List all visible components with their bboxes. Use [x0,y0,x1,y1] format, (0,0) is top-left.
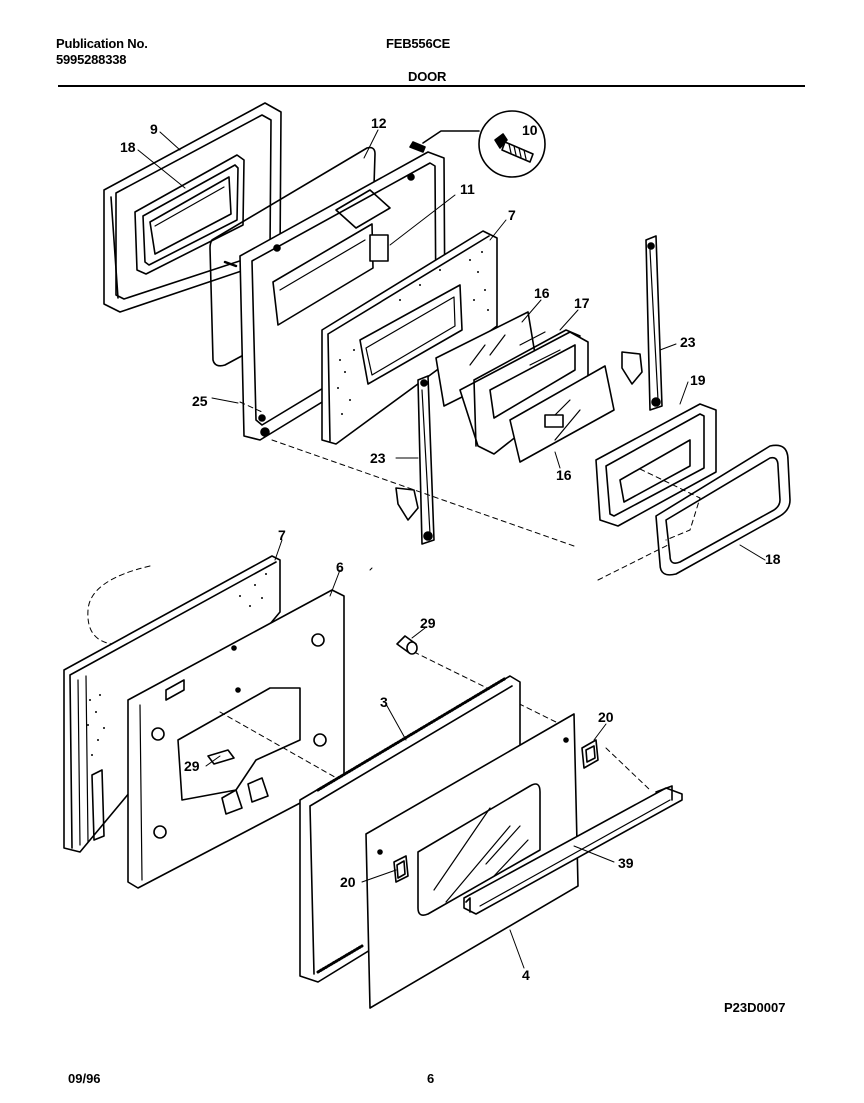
callout-4: 4 [522,967,530,983]
figure-code: P23D0007 [724,1000,786,1015]
leader-lines [137,129,766,969]
part-18-gasket-lower [655,444,791,576]
callout-3: 3 [380,694,388,710]
callout-16-right: 16 [556,467,572,483]
callout-23-right: 23 [680,334,696,350]
assembly-line-loop [87,565,151,645]
callout-29-lower: 29 [184,758,200,774]
callout-18-lower: 18 [765,551,781,567]
callout-29-upper: 29 [420,615,436,631]
page-number: 6 [427,1071,435,1086]
part-18-window-frame-upper [134,154,245,275]
callout-labels: 9 18 12 10 11 7 16 17 23 25 19 23 16 18 … [120,115,781,983]
callout-6: 6 [336,559,344,575]
header-rule [58,85,805,87]
part-4-outer-glass-panel [365,713,579,1009]
callout-12: 12 [371,115,387,131]
publication-label: Publication No. [56,36,148,51]
part-23-hinge-left [395,375,435,545]
callout-7-upper: 7 [508,207,516,223]
section-title: DOOR [408,69,447,84]
part-16-glass-right [509,365,615,463]
callout-25: 25 [192,393,208,409]
part-39-door-handle [463,785,683,915]
callout-11: 11 [460,181,475,197]
callout-20-lower: 20 [340,874,356,890]
part-7-insulation-upper [321,230,498,445]
callout-23-left: 23 [370,450,386,466]
model-number: FEB556CE [386,36,451,51]
part-20-end-cap-upper [581,739,599,769]
publication-number: 5995288338 [56,52,127,67]
callout-19: 19 [690,372,706,388]
footer-date: 09/96 [68,1071,101,1086]
part-23-hinge-right [621,235,663,411]
callout-16-left: 16 [534,285,550,301]
assembly-lines-upper [239,401,701,581]
callout-20-upper: 20 [598,709,614,725]
part-25-inner-panel [239,151,446,441]
part-19-window-bracket [595,403,717,527]
part-20-end-cap-lower [393,855,409,883]
callout-7-lower: 7 [278,527,286,543]
callout-39: 39 [618,855,634,871]
callout-9: 9 [150,121,158,137]
part-29-spacer-upper [396,635,418,655]
callout-17: 17 [574,295,590,311]
callout-18-upper: 18 [120,139,136,155]
part-10-screw [223,110,546,268]
callout-10: 10 [522,122,538,138]
